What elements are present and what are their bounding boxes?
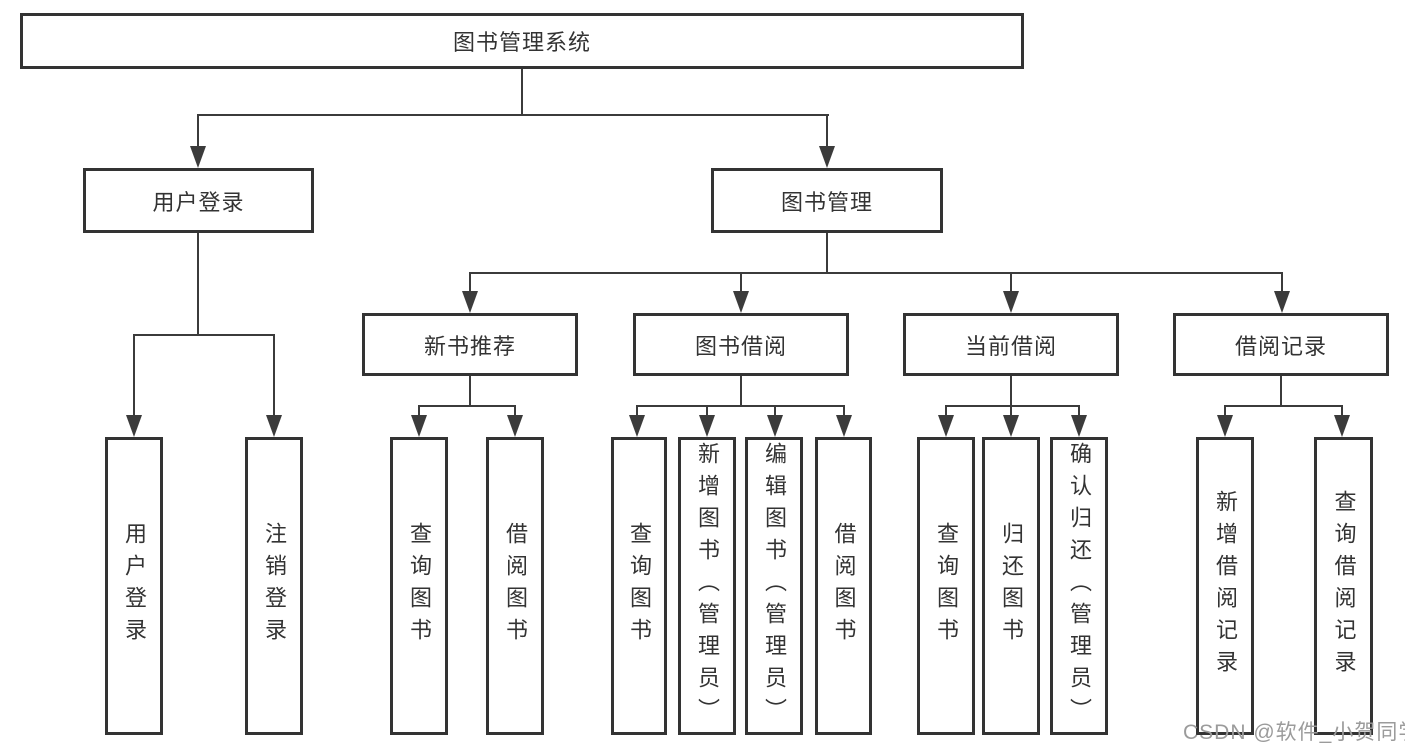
node-book-borrow: 图书借阅 xyxy=(633,313,849,376)
leaf-user-login: 用户登录 xyxy=(105,437,163,735)
connector-line xyxy=(1280,375,1282,407)
arrowhead-down xyxy=(1071,415,1087,437)
arrowhead-down xyxy=(507,415,523,437)
connector-line xyxy=(273,334,275,417)
node-user-login-branch: 用户登录 xyxy=(83,168,314,233)
leaf-query-books-current: 查询图书 xyxy=(917,437,975,735)
arrowhead-down xyxy=(1003,291,1019,313)
connector-line xyxy=(1010,272,1012,293)
arrowhead-down xyxy=(629,415,645,437)
leaf-label: 新增借阅记录 xyxy=(1213,490,1238,682)
connector-line xyxy=(636,405,845,407)
connector-line xyxy=(636,405,638,418)
arrowhead-down xyxy=(1217,415,1233,437)
leaf-add-books-admin: 新增图书（管理员） xyxy=(678,437,736,735)
leaf-query-borrow-record: 查询借阅记录 xyxy=(1314,437,1373,735)
connector-line xyxy=(706,405,708,418)
arrowhead-down xyxy=(938,415,954,437)
arrowhead-down xyxy=(699,415,715,437)
connector-line xyxy=(774,405,776,418)
leaf-label: 查询借阅记录 xyxy=(1331,490,1357,682)
connector-line xyxy=(1010,405,1012,418)
leaf-edit-books-admin: 编辑图书（管理员） xyxy=(745,437,803,735)
leaf-confirm-return-admin: 确认归还（管理员） xyxy=(1050,437,1108,735)
connector-line xyxy=(418,405,420,418)
connector-line xyxy=(1224,405,1226,418)
connector-line xyxy=(469,272,1283,274)
connector-line xyxy=(197,114,199,150)
arrowhead-down xyxy=(733,291,749,313)
csdn-watermark: CSDN @软件_小贺同学 xyxy=(1183,721,1405,744)
arrowhead-down xyxy=(1274,291,1290,313)
leaf-return-books: 归还图书 xyxy=(982,437,1040,735)
leaf-label: 归还图书 xyxy=(999,522,1024,650)
leaf-label: 新增图书（管理员） xyxy=(695,442,720,730)
leaf-label: 借阅图书 xyxy=(503,522,528,650)
connector-line xyxy=(1078,405,1080,418)
node-borrow-records: 借阅记录 xyxy=(1173,313,1389,376)
connector-line xyxy=(1224,405,1343,407)
node-library-management-system: 图书管理系统 xyxy=(20,13,1024,69)
connector-line xyxy=(133,334,135,417)
leaf-add-borrow-record: 新增借阅记录 xyxy=(1196,437,1254,735)
connector-line xyxy=(469,375,471,407)
arrowhead-down xyxy=(1003,415,1019,437)
connector-line xyxy=(521,69,523,116)
node-new-book-recommend: 新书推荐 xyxy=(362,313,578,376)
connector-line xyxy=(133,334,275,336)
connector-line xyxy=(418,405,516,407)
connector-line xyxy=(1281,272,1283,293)
connector-line xyxy=(826,114,828,150)
leaf-label: 确认归还（管理员） xyxy=(1067,442,1092,730)
arrowhead-down xyxy=(1334,415,1350,437)
node-current-borrow: 当前借阅 xyxy=(903,313,1119,376)
arrowhead-down xyxy=(190,146,206,168)
leaf-borrow-books: 借阅图书 xyxy=(815,437,872,735)
leaf-label: 编辑图书（管理员） xyxy=(762,442,787,730)
leaf-label: 借阅图书 xyxy=(831,522,857,650)
connector-line xyxy=(514,405,516,418)
connector-line xyxy=(197,233,199,336)
connector-line xyxy=(843,405,845,418)
arrowhead-down xyxy=(462,291,478,313)
connector-line xyxy=(1341,405,1343,418)
arrowhead-down xyxy=(767,415,783,437)
leaf-label: 查询图书 xyxy=(407,522,432,650)
leaf-query-books-recommend: 查询图书 xyxy=(390,437,448,735)
leaf-logout: 注销登录 xyxy=(245,437,303,735)
arrowhead-down xyxy=(126,415,142,437)
leaf-query-books-borrow: 查询图书 xyxy=(611,437,667,735)
connector-line xyxy=(1010,375,1012,407)
leaf-label: 注销登录 xyxy=(262,522,287,650)
arrowhead-down xyxy=(411,415,427,437)
arrowhead-down xyxy=(836,415,852,437)
leaf-label: 查询图书 xyxy=(934,522,959,650)
leaf-label: 用户登录 xyxy=(122,522,147,650)
connector-line xyxy=(197,114,829,116)
leaf-borrow-books-recommend: 借阅图书 xyxy=(486,437,544,735)
arrowhead-down xyxy=(266,415,282,437)
connector-line xyxy=(740,375,742,407)
connector-line xyxy=(469,272,471,293)
leaf-label: 查询图书 xyxy=(627,522,652,650)
connector-line xyxy=(945,405,947,418)
node-book-management-branch: 图书管理 xyxy=(711,168,943,233)
connector-line xyxy=(945,405,1080,407)
connector-line xyxy=(740,272,742,293)
connector-line xyxy=(826,233,828,274)
arrowhead-down xyxy=(819,146,835,168)
